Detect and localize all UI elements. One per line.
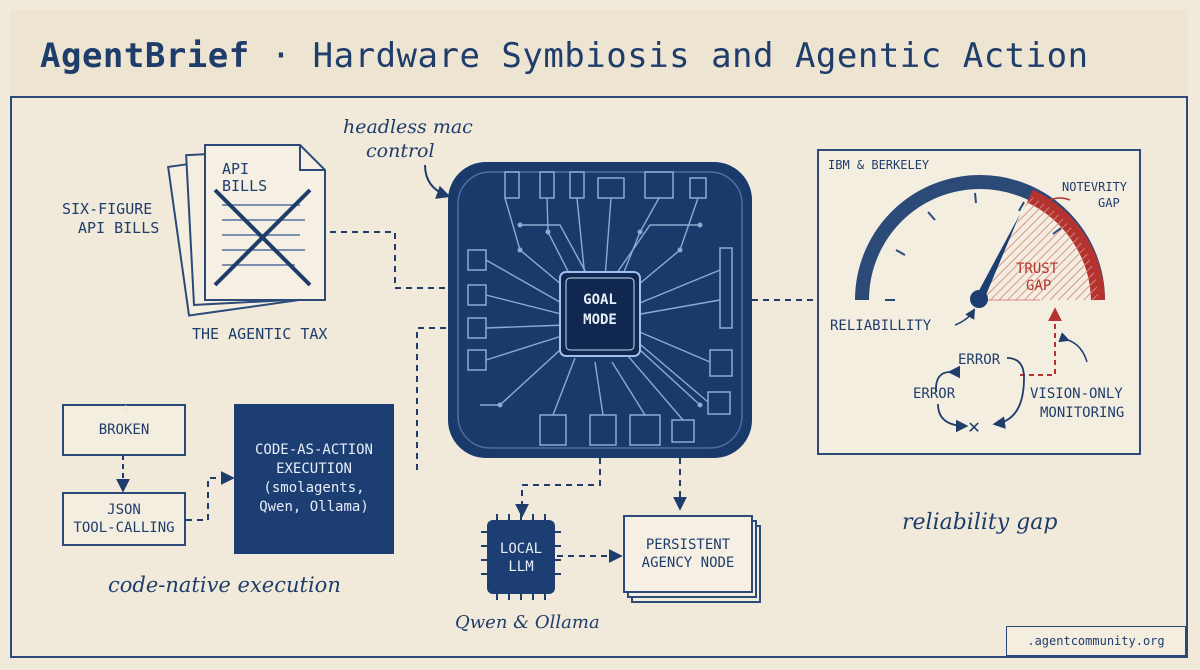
notevrity-label-2: GAP [1098,196,1120,210]
goal-mode-line-2: MODE [583,312,617,328]
failure-x-icon: ✕ [968,414,981,438]
api-bills-label: API BILLS [78,219,160,237]
reliability-panel [817,149,1141,455]
error-left-label: ERROR [913,386,956,402]
doc-bills-text: BILLS [222,177,268,195]
agentic-tax-label: THE AGENTIC TAX [192,325,328,343]
code-line-2: EXECUTION [276,461,352,477]
trust-gap-label-1: TRUST [1016,261,1059,277]
reliability-label: RELIABILLITY [830,318,932,334]
notevrity-label-1: NOTEVRITY [1062,180,1128,194]
main-circuit-board [448,162,752,458]
trust-gap-label-2: GAP [1026,278,1052,294]
title-bar: AgentBrief · Hardware Symbiosis and Agen… [10,10,1188,98]
persistent-line-2: AGENCY NODE [641,555,735,571]
local-llm-line-2: LLM [508,559,534,575]
code-as-action-box: CODE-AS-ACTION EXECUTION (smolagents, Qw… [234,404,394,554]
goal-mode-line-1: GOAL [583,292,617,308]
title-separator: · [270,36,292,76]
reliability-gap-label: reliability gap [902,510,1058,535]
six-figure-label: SIX-FIGURE [62,200,153,218]
code-line-3: (smolagents, [263,480,365,496]
json-tool-calling-box: JSON TOOL-CALLING [62,492,186,546]
footer-url-text: .agentcommunity.org [1027,634,1165,648]
local-llm-line-1: LOCAL [499,541,543,557]
code-line-1: CODE-AS-ACTION [254,442,373,458]
headless-label-2: control [366,140,435,162]
code-line-4: Qwen, Ollama) [259,499,369,515]
title-subject: Hardware Symbiosis and Agentic Action [312,36,1089,76]
code-native-label: code-native execution [108,573,341,597]
tool-calling-label: TOOL-CALLING [73,520,175,536]
doc-api-text: API [222,160,250,178]
error-top-label: ERROR [958,352,1001,368]
api-bills-documents [167,144,326,317]
persistent-line-1: PERSISTENT [645,537,731,553]
local-llm-chip [481,514,561,600]
qwen-ollama-label: Qwen & Ollama [455,612,600,633]
ibm-berkeley-label: IBM & BERKELEY [828,158,930,172]
json-label: JSON [107,502,141,518]
page-title: AgentBrief · Hardware Symbiosis and Agen… [40,36,1089,76]
vision-only-label-2: MONITORING [1040,405,1125,421]
vision-only-label-1: VISION-ONLY [1030,386,1123,402]
broken-label: BROKEN [98,422,150,438]
footer-url[interactable]: .agentcommunity.org [1006,626,1186,656]
headless-label: headless mac [343,116,473,138]
broken-box: BROKEN [62,404,186,456]
brand-name: AgentBrief [40,36,250,76]
